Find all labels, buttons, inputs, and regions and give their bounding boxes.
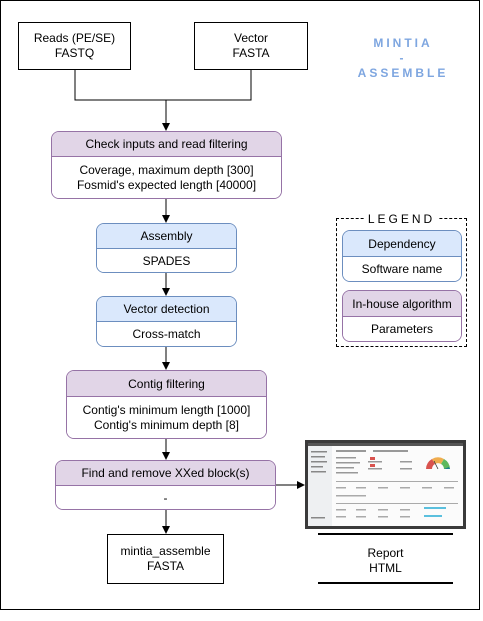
input-reads: Reads (PE/SE) FASTQ — [18, 22, 131, 70]
step-contig-filtering-param-1: Contig's minimum length [1000] — [82, 403, 251, 417]
legend-dependency-body: Software name — [361, 262, 443, 276]
report-label: Report HTML — [367, 546, 404, 575]
step-vector-detection-software: Cross-match — [132, 327, 201, 341]
report-screenshot-thumbnail — [305, 440, 466, 529]
step-vector-detection: Vector detection Cross-match — [96, 296, 237, 347]
step-find-remove: Find and remove XXed block(s) - — [55, 460, 276, 510]
step-check-inputs-param-2: Fosmid's expected length [40000] — [76, 178, 257, 192]
step-contig-filtering: Contig filtering Contig's minimum length… — [66, 370, 267, 439]
legend: LEGEND Dependency Software name In-house… — [336, 212, 467, 347]
step-assembly-software: SPADES — [142, 253, 191, 268]
step-contig-filtering-title: Contig filtering — [67, 371, 266, 397]
step-contig-filtering-param-2: Contig's minimum depth [8] — [93, 418, 240, 432]
report-thumbnail-graphic — [308, 443, 463, 526]
report-divider-bottom — [318, 582, 453, 584]
report-divider-top — [318, 533, 453, 535]
step-assembly: Assembly SPADES — [96, 223, 237, 273]
legend-inhouse-body: Parameters — [370, 322, 434, 336]
step-vector-detection-title: Vector detection — [97, 297, 236, 322]
input-vector: Vector FASTA — [194, 22, 308, 70]
output-fasta: mintia_assemble FASTA — [107, 534, 224, 584]
step-assembly-title: Assembly — [97, 224, 236, 249]
diagram-frame — [0, 0, 480, 610]
step-check-inputs-param-1: Coverage, maximum depth [300] — [79, 163, 254, 177]
diagram-title: MINTIA - ASSEMBLE — [357, 36, 449, 80]
legend-inhouse: In-house algorithm Parameters — [342, 290, 462, 342]
legend-dependency-title: Dependency — [343, 231, 461, 257]
step-find-remove-param: - — [163, 490, 168, 505]
edge-vector-merge — [166, 70, 252, 101]
legend-inhouse-title: In-house algorithm — [343, 291, 461, 317]
legend-title: LEGEND — [363, 212, 440, 226]
step-check-inputs-title: Check inputs and read filtering — [52, 132, 281, 157]
step-check-inputs: Check inputs and read filtering Coverage… — [51, 131, 282, 199]
edge-reads-merge — [74, 70, 166, 101]
legend-dependency: Dependency Software name — [342, 230, 462, 282]
step-find-remove-title: Find and remove XXed block(s) — [56, 461, 275, 486]
